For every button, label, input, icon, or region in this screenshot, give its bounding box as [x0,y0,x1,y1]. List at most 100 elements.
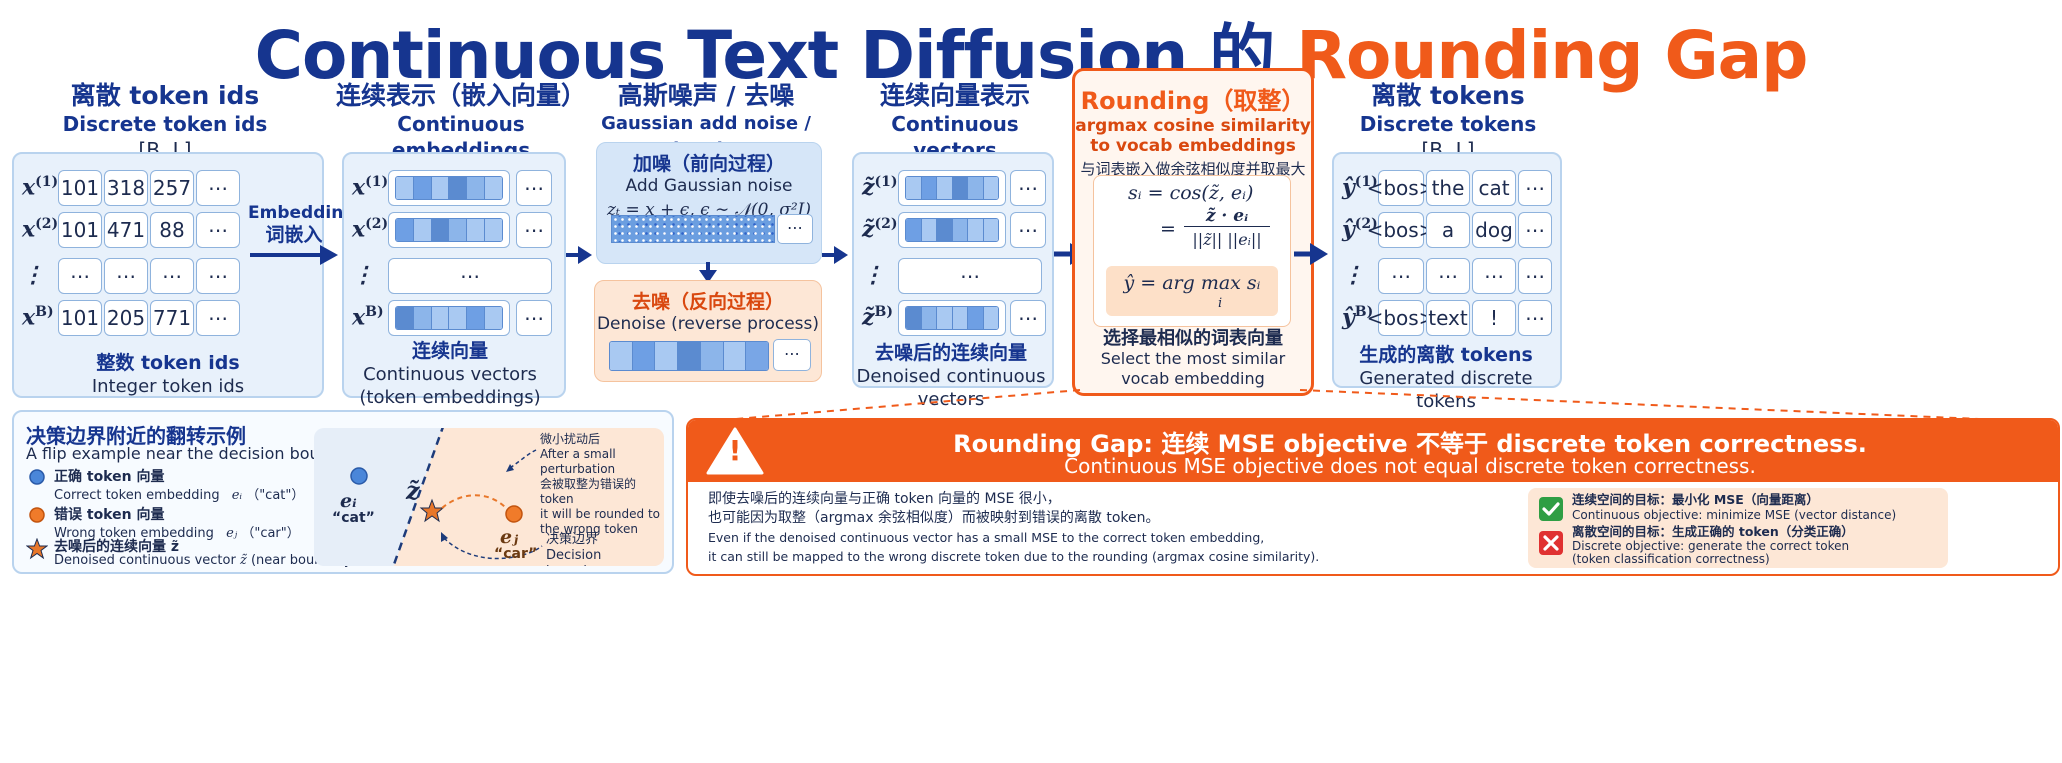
denoised-row-label: z̃B) [862,304,893,330]
token-id-row-symbol: x [22,174,36,201]
embedding-row-label: xB) [352,304,384,330]
noise-dots: ⋯ [777,214,813,244]
gap-heading-en: Continuous MSE objective does not equal … [1064,454,1756,478]
token-id-row-superscript: (1) [35,174,59,190]
gen-token-cell: ⋯ [1518,212,1552,248]
denoised-dots: ⋯ [1010,170,1046,206]
denoised-vector [905,218,999,242]
sec6-header: 离散 tokens Discrete tokens [B, L] [1334,80,1562,163]
denoised-row-superscript: (1) [874,174,898,190]
embedding-vector [395,306,503,330]
page-title: Continuous Text Diffusion 的 Rounding Gap [0,2,2062,98]
embedding-dots: ⋯ [516,170,552,206]
ej-label: eⱼ [500,526,519,548]
gen-token-cell: <bos> [1367,170,1435,206]
denoised-row-label: z̃(2) [862,216,898,242]
token-id-row-label: x(1) [22,174,58,200]
formula-argmax: ŷ = arg max sᵢ [1123,272,1261,294]
formula-eq: = [1160,218,1176,240]
check-en: Continuous objective: minimize MSE (vect… [1572,508,1897,522]
legend-wrong-en: Wrong token embedding eⱼ （"car"） [54,522,300,541]
gen-token-cell: cat [1472,170,1516,206]
legend-z-en-text: Denoised continuous vector [54,553,236,568]
embedding-row-superscript: (2) [365,216,389,232]
gen-token-row-superscript: B) [1354,304,1374,320]
embedding-row-superscript: B) [365,304,384,320]
legend-correct-zh: 正确 token 向量 [54,469,165,485]
denoised-vector-cell [898,212,1006,248]
sec2-title-zh: 连续表示（嵌入向量） [335,81,586,110]
token-id-cell: 471 [104,212,148,248]
sec1-title-zh: 离散 token ids [70,81,260,110]
embedding-vector [395,176,503,200]
perturb-note: 微小扰动后 After a small perturbation 会被取整为错误… [540,432,664,537]
rounding-sub1: argmax cosine similarity [1075,116,1311,136]
gen-token-cell: ⋯ [1518,258,1552,294]
arrow-to-tokens [1294,243,1328,265]
boundary-note: 决策边界 Decision boundary [546,532,664,566]
token-id-cell: 101 [58,170,102,206]
embedding-row-symbol: ⋮ [352,262,374,288]
legend-correct-note: （"cat"） [246,488,305,503]
token-id-cell: ⋯ [196,212,240,248]
sec1-caption: 整数 token ids Integer token ids [12,352,324,398]
gen-token-cell: ! [1472,300,1516,336]
gap-body: 即使去噪后的连续向量与正确 token 向量的 MSE 很小， 也可能因为取整（… [708,490,1468,566]
perturb-zh: 微小扰动后 [540,432,601,446]
token-id-cell: ⋯ [196,300,240,336]
ei-word: “cat” [332,510,375,526]
warning-icon [706,427,764,475]
gen-token-cell: ⋯ [1378,258,1424,294]
formula-argmax-sub: i [1218,296,1223,311]
sec6-caption-zh: 生成的离散 tokens [1359,344,1533,366]
ej-dot [505,505,523,523]
cross-zh: 离散空间的目标：生成正确的 token（分类正确） [1572,524,1854,539]
denoised-dots-row: ⋯ [898,258,1042,294]
denoised-vector-cell [898,300,1006,336]
gap-body-zh1: 即使去噪后的连续向量与正确 token 向量的 MSE 很小， [708,491,1061,507]
gen-token-row-symbol: ŷ [1342,304,1355,331]
denoised-row-label: z̃(1) [862,174,898,200]
embedding-row-symbol: x [352,216,366,243]
embedding-dots: ⋯ [516,212,552,248]
gen-token-cell: <bos> [1367,212,1435,248]
rounding-caption-en2: vocab embedding [1121,369,1265,388]
denoised-dots: ⋯ [1010,212,1046,248]
gen-token-row-label: ŷ(2) [1342,216,1378,242]
denoised-vector [905,176,999,200]
rounding-title-zh: （取整） [1209,87,1306,115]
arrow-down-denoise [699,262,717,283]
sec2-panel: x(1)⋯x(2)⋯⋮⋯xB)⋯ [342,152,566,398]
gap-body-zh2: 也可能因为取整（argmax 余弦相似度）而被映射到错误的离散 token。 [708,510,1160,526]
gap-heading-zh: Rounding Gap: 连续 MSE objective 不等于 discr… [953,430,1867,458]
sec2-caption-zh: 连续向量 [411,340,488,362]
token-id-cell: ⋯ [196,170,240,206]
cross-en2: (token classification correctness) [1572,552,1770,566]
sec6-caption: 生成的离散 tokens Generated discrete tokens [1330,344,1562,413]
denoise-dots: ⋯ [773,339,811,371]
cross-icon [1539,531,1563,555]
gen-token-row-label: ŷB) [1342,304,1373,330]
gen-token-cell: dog [1472,212,1516,248]
embedding-dots: ⋯ [516,300,552,336]
perturb-en1: After a small perturbation [540,447,616,476]
token-id-row-label: x(2) [22,216,58,242]
noise-box: 加噪（前向过程） Add Gaussian noise zₜ = x + ϵ, … [596,142,822,264]
gap-connector [699,389,2051,423]
gen-token-row-superscript: (1) [1354,174,1378,190]
token-id-cell: ⋯ [58,258,102,294]
denoised-vector [609,341,769,371]
perturb-en3: the wrong token [540,522,638,536]
gap-body-en1: Even if the denoised continuous vector h… [708,530,1265,545]
denoised-row-label: ⋮ [862,262,884,288]
sec1-caption-zh: 整数 token ids [96,352,240,374]
token-id-cell: ⋯ [196,258,240,294]
rounding-panel: Rounding（取整） argmax cosine similarity to… [1072,68,1314,396]
gap-body-en2: it can still be mapped to the wrong disc… [708,549,1320,564]
denoised-row-symbol: ⋮ [862,262,884,288]
sec4-caption: 去噪后的连续向量 Denoised continuous vectors [840,342,1062,411]
legend-z-zh: 去噪后的连续向量 z̃ [54,539,180,555]
legend-z-sym: z̃ [239,553,247,568]
embedding-vector-cell [388,170,510,206]
